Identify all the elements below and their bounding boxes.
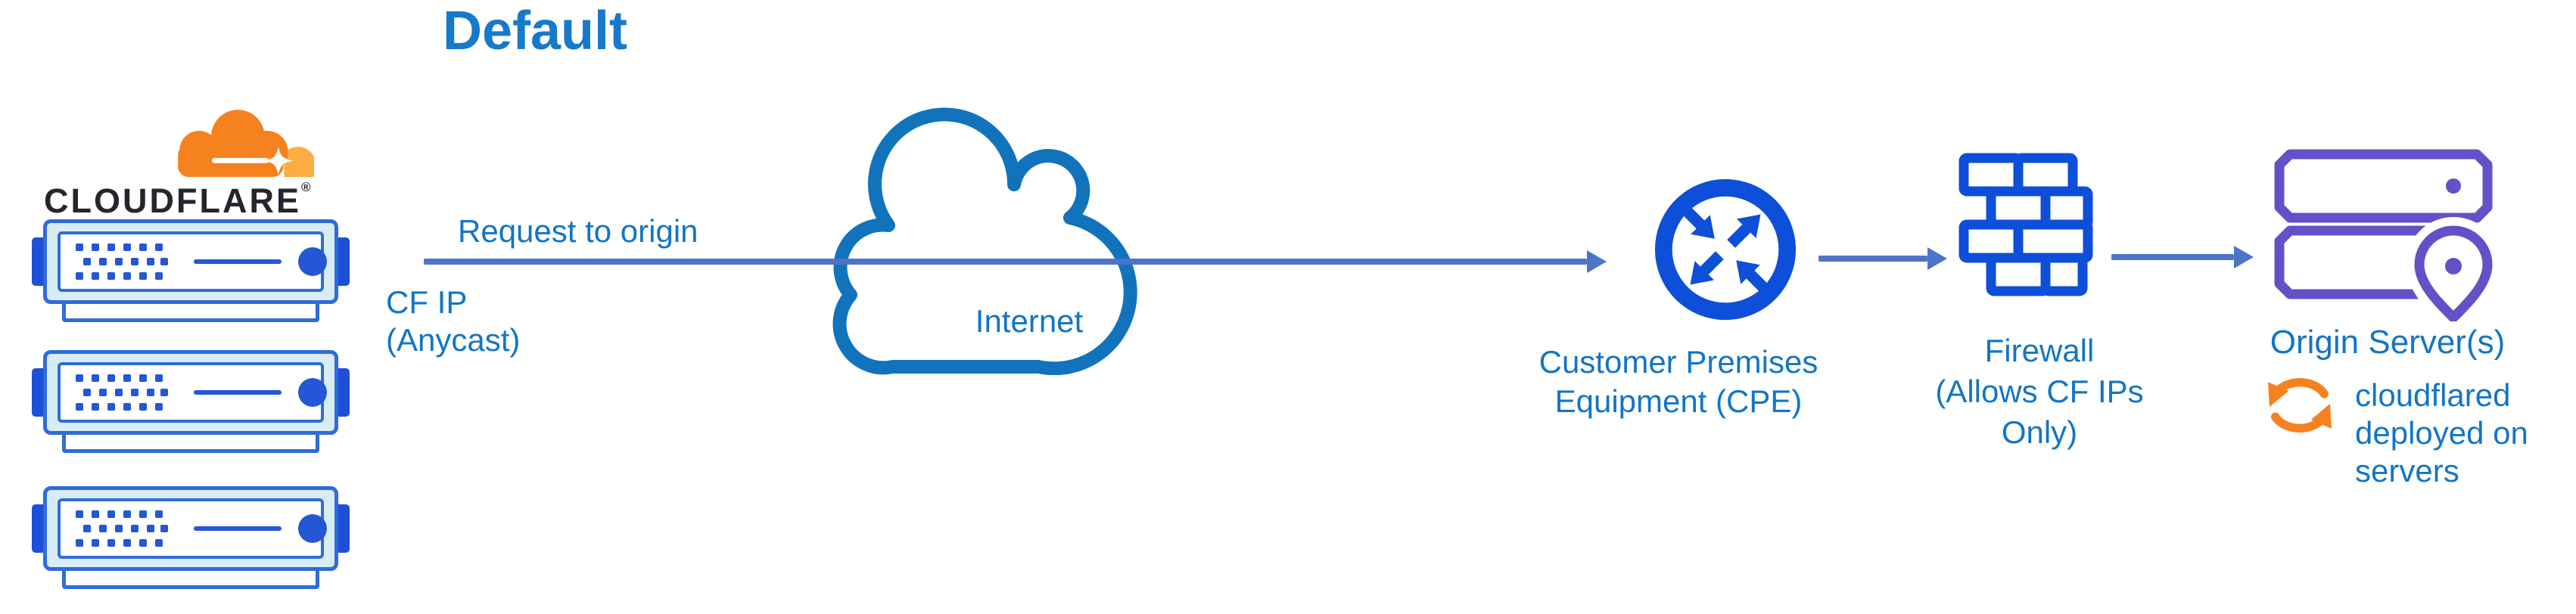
server-slot-line (194, 526, 282, 531)
arrow-line-to-cpe (424, 259, 1587, 265)
cloudflared-note-line2: deployed on (2355, 415, 2528, 451)
firewall-label-line1: Firewall (1984, 333, 2095, 368)
origin-servers-label: Origin Server(s) (2270, 324, 2506, 361)
internet-label: Internet (975, 303, 1084, 339)
arrow-line-to-origin (2111, 254, 2234, 260)
server-chassis (43, 350, 338, 435)
cloudflared-note-line3: servers (2355, 453, 2459, 488)
server-chassis (43, 219, 338, 304)
firewall-label-line2: (Allows CF IPs Only) (1935, 374, 2144, 450)
page-title: Default (443, 1, 628, 61)
origin-servers-icon (2270, 144, 2497, 321)
cloudflare-wordmark: CLOUDFLARE® (44, 180, 347, 221)
cf-ip-line: CF IP (386, 284, 468, 320)
arrow-line-to-firewall (1818, 256, 1927, 262)
server-power-dot (298, 514, 327, 543)
server-front-panel (58, 362, 327, 423)
server-front-panel (58, 231, 327, 292)
vent-dots-icon (76, 243, 168, 280)
cf-ip-anycast-label: CF IP (Anycast) (386, 284, 520, 359)
vent-dots-icon (76, 374, 168, 411)
cpe-router-icon (1654, 178, 1797, 321)
arrow-head-to-cpe-icon (1587, 250, 1607, 273)
cloudflared-note-line1: cloudflared (2355, 377, 2511, 413)
server-power-dot (298, 378, 327, 407)
cloudflared-sync-icon (2257, 374, 2343, 439)
cpe-label-line1: Customer Premises (1538, 344, 1818, 380)
server-chassis (43, 486, 338, 571)
edge-server-icon (32, 486, 350, 592)
anycast-line: (Anycast) (386, 322, 521, 358)
firewall-icon (1958, 153, 2093, 301)
wordmark-text: CLOUDFLARE (44, 181, 301, 220)
request-to-origin-label: Request to origin (458, 213, 698, 249)
cloudflared-note: cloudflared deployed on servers (2355, 377, 2528, 490)
arrow-head-to-firewall-icon (1927, 247, 1947, 270)
edge-server-icon (32, 219, 350, 325)
arrow-head-to-origin-icon (2234, 246, 2254, 268)
firewall-label: Firewall (Allows CF IPs Only) (1896, 330, 2183, 453)
edge-server-icon (32, 350, 350, 456)
registered-mark: ® (300, 180, 311, 194)
server-slot-line (194, 259, 282, 264)
server-slot-line (194, 390, 282, 395)
vent-dots-icon (76, 510, 168, 547)
server-front-panel (58, 498, 327, 559)
server-power-dot (298, 247, 327, 276)
cpe-label-line2: Equipment (CPE) (1554, 383, 1803, 419)
cloudflare-logo-icon (176, 108, 314, 177)
cpe-label: Customer Premises Equipment (CPE) (1527, 343, 1830, 421)
